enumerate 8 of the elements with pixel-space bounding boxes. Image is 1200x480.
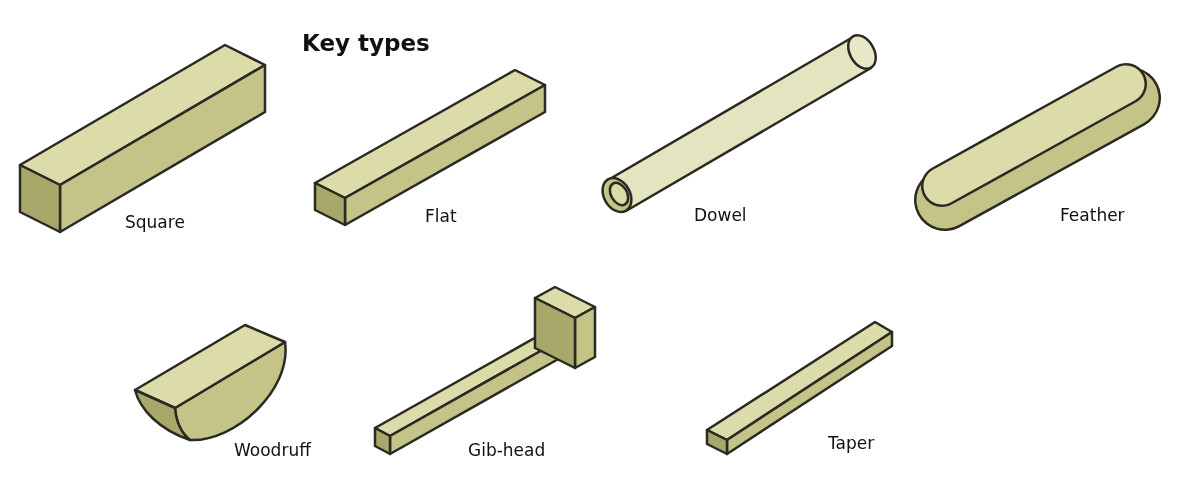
key-type-label: Flat <box>425 206 457 226</box>
key-type-label: Woodruff <box>234 440 311 460</box>
title: Key types <box>302 30 430 56</box>
key-type-label: Taper <box>828 433 875 453</box>
key-type-label: Feather <box>1060 205 1125 225</box>
key-type-label: Gib-head <box>468 440 546 460</box>
key-type-label: Square <box>125 212 185 232</box>
key-type-label: Dowel <box>694 205 747 225</box>
